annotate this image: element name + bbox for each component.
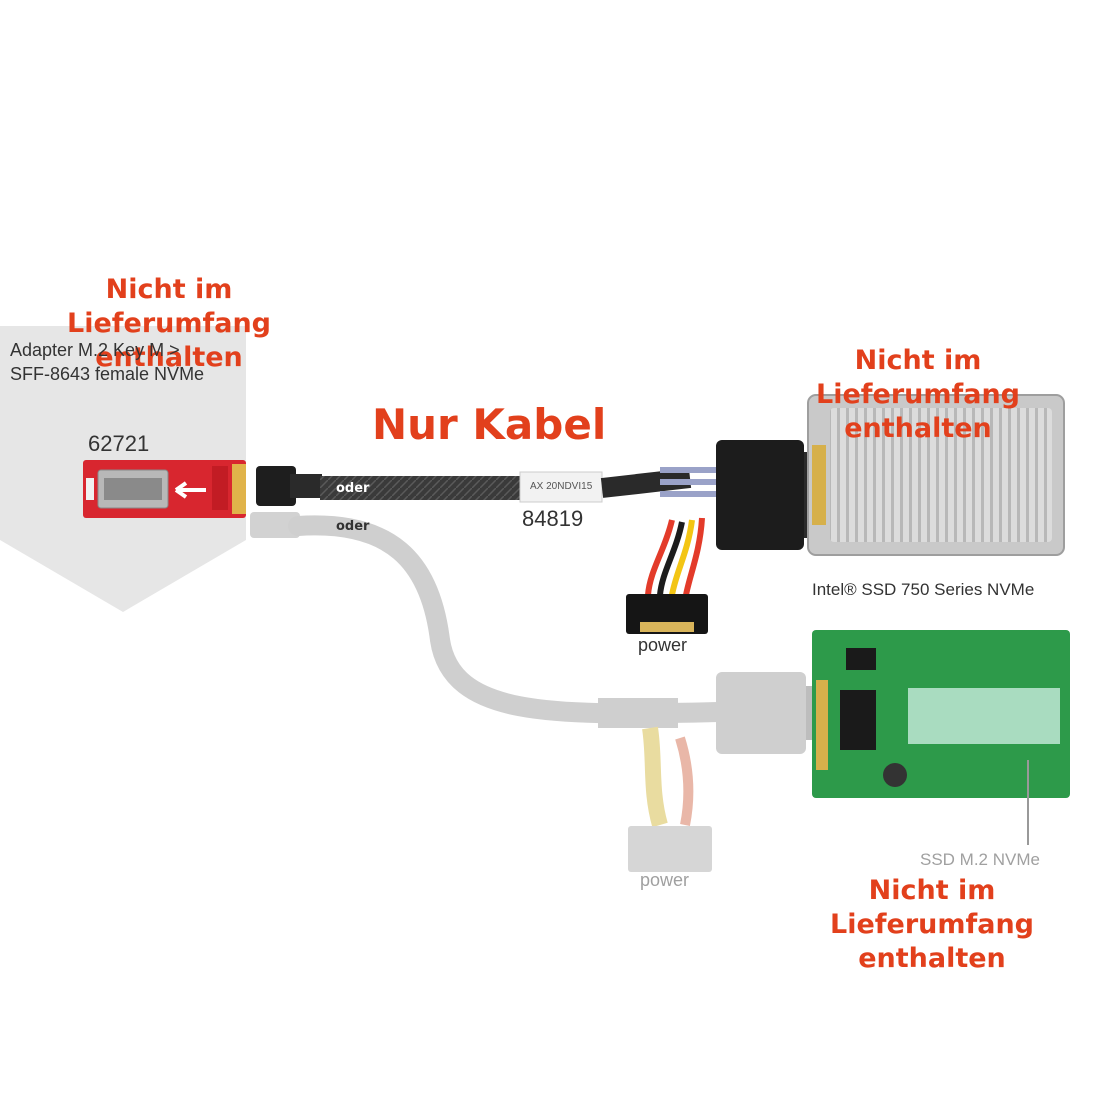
intel-ssd [807,394,1065,556]
adapter-board [83,460,246,518]
or-label-top: oder [336,481,370,496]
ssd-m2-label: SSD M.2 NVMe [920,850,1040,869]
note-not-included-right-top: Nicht im Lieferumfang enthalten [815,345,1021,444]
adapter-description-line2: SFF-8643 female NVMe [10,364,205,384]
adapter-description-line1: Adapter M.2 Key M > [10,340,180,360]
cable-lower-faded [250,512,818,872]
m2-adapter-board [812,630,1070,845]
note-not-included-left: Nicht im Lieferumfang enthalten [66,274,272,373]
cable-sleeve-text: AX 20NDVI15 [530,481,593,492]
cable-part-number: 84819 [522,506,584,531]
adapter-part-number: 62721 [88,431,150,456]
title-cable-only: Nur Kabel [372,400,607,449]
cable-upper [256,440,818,634]
note-not-included-right-bottom: Nicht im Lieferumfang enthalten [829,875,1035,974]
power-label-bottom: power [640,870,690,890]
power-label-top: power [638,635,688,655]
intel-ssd-label: Intel® SSD 750 Series NVMe [812,580,1035,599]
or-label-bottom: oder [336,519,370,534]
